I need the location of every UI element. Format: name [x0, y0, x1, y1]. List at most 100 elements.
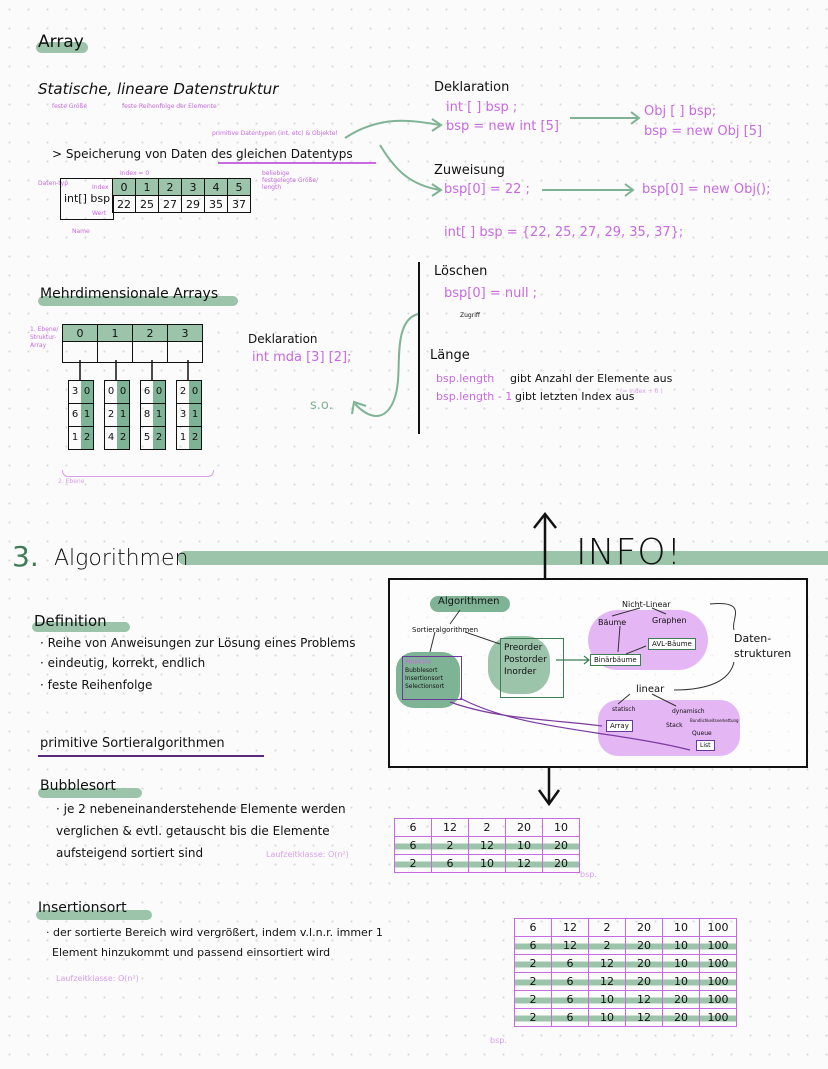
- insertion-row: 2 6 10 12 20 100: [514, 990, 737, 1009]
- multi-top-index: 3: [167, 324, 203, 342]
- insertion-cell: 10: [588, 990, 626, 1009]
- bubble-table: 6 12 2 20 10 6 2 12 10 20 2 6 10 12 20: [394, 818, 580, 873]
- def-title: Definition: [34, 612, 107, 630]
- note-primitive: primitive Datentypen (int, etc) & Objekt…: [212, 130, 338, 137]
- insertion-row: 2 6 12 20 10 100: [514, 972, 737, 991]
- array-table: 0 1 2 3 4 5 22 25 27 29 35 37: [112, 178, 251, 213]
- algo-number: 3.: [12, 540, 39, 573]
- info-array: Array: [606, 720, 633, 732]
- vertical-divider: [418, 262, 420, 434]
- insertion-complexity: Laufzeitklasse: O(n²): [56, 974, 139, 983]
- multi-title: Mehrdimensionale Arrays: [40, 286, 219, 302]
- insertion-cell: 100: [699, 990, 737, 1009]
- insertion-cell: 12: [588, 972, 626, 991]
- bubble-cell: 10: [505, 836, 543, 855]
- info-sort-1: Insertionsort: [405, 675, 443, 682]
- label-name: Name: [72, 228, 90, 235]
- label-datentyp: Daten-typ: [38, 180, 69, 187]
- info-verkettung: Bundlichkeitsverkettung: [690, 718, 739, 723]
- assign-title: Zuweisung: [434, 163, 505, 178]
- insertion-row: 2 6 10 12 20 100: [514, 1008, 737, 1027]
- insertion-cell: 20: [625, 954, 663, 973]
- array-index-cell: 3: [181, 178, 205, 196]
- bubble-cell: 12: [468, 836, 506, 855]
- so-label: s.o.: [310, 398, 333, 413]
- insertion-row: 2 6 12 20 10 100: [514, 954, 737, 973]
- info-linear: linear: [636, 684, 665, 695]
- traversal-box: Preorder Postorder Inorder: [500, 638, 564, 698]
- bubble-title: Bubblesort: [40, 778, 116, 794]
- label-length: beliebige festgelegte Größe/ length: [262, 170, 319, 191]
- insertion-cell: 10: [588, 1008, 626, 1027]
- info-arrow-down: [537, 768, 561, 807]
- length-desc2: gibt letzten Index aus: [515, 390, 635, 403]
- decl-line1: int [ ] bsp ;: [446, 100, 518, 115]
- info-connectors: [429, 603, 737, 751]
- insertion-cell: 10: [662, 936, 700, 955]
- storage-underline: [218, 162, 376, 164]
- multi-top-index-row: 0 1 2 3: [62, 324, 203, 342]
- insertion-cell: 100: [699, 918, 737, 937]
- insertion-row: 6 12 2 20 10 100: [514, 936, 737, 955]
- delete-line: bsp[0] = null ;: [444, 286, 538, 301]
- bubble-complexity: Laufzeitklasse: O(n²): [266, 850, 349, 859]
- info-nicht-linear: Nicht-Linear: [622, 600, 671, 609]
- array-value-cell: 27: [158, 195, 182, 213]
- assign-line1: bsp[0] = 22 ;: [444, 182, 530, 197]
- multi-connectors: [79, 360, 189, 380]
- info-algorithmen: Algorithmen: [438, 596, 500, 607]
- array-value-cell: 37: [227, 195, 251, 213]
- multi-brace: [62, 470, 214, 477]
- insertion-cell: 20: [662, 990, 700, 1009]
- bubble-cell: 12: [431, 818, 469, 837]
- length-note2: (= Index + 0 ): [620, 388, 663, 395]
- multi-top-index: 0: [62, 324, 98, 342]
- def-line-1: · eindeutig, korrekt, endlich: [40, 656, 206, 670]
- info-sort-0: Bubblesort: [405, 667, 438, 674]
- bubble-highlight: [38, 788, 142, 798]
- so-arrow: [351, 313, 419, 417]
- multi-label2: 2. Ebene: [58, 478, 85, 485]
- bubble-cell: 6: [394, 818, 432, 837]
- blob-primitive: [396, 652, 460, 708]
- int-bsp-box: int[] bsp: [60, 178, 114, 220]
- insertion-cell: 100: [699, 954, 737, 973]
- note-size: feste Größe: [52, 103, 88, 110]
- insertion-cell: 20: [625, 918, 663, 937]
- info-baeume: Bäume: [598, 618, 627, 627]
- bubble-cell: 2: [394, 854, 432, 873]
- array-value-cell: 29: [181, 195, 205, 213]
- insertion-cell: 2: [588, 918, 626, 937]
- delete-zugriff: Zugriff: [460, 312, 480, 319]
- info-trav-2: Inorder: [504, 667, 537, 677]
- decl-obj2: bsp = new Obj [5]: [644, 124, 763, 139]
- bubble-cell: 20: [505, 818, 543, 837]
- insertion-cell: 20: [662, 1008, 700, 1027]
- algo-title: Algorithmen: [54, 546, 189, 571]
- info-sortier: Sortieralgorithmen: [412, 626, 479, 634]
- bubble-cell: 10: [542, 818, 580, 837]
- insertion-title: Insertionsort: [38, 900, 127, 916]
- primitive-underline: [38, 755, 264, 757]
- storage-text: > Speicherung von Daten des gleichen Dat…: [52, 147, 353, 161]
- bubble-cell: 20: [542, 854, 580, 873]
- insertion-cell: 6: [551, 954, 589, 973]
- insertion-cell: 6: [551, 1008, 589, 1027]
- insertion-cell: 6: [551, 990, 589, 1009]
- insertion-cell: 10: [662, 972, 700, 991]
- blob-algorithmen: [430, 596, 510, 612]
- primitive-title: primitive Sortieralgorithmen: [40, 736, 225, 751]
- info-dynamisch: dynamisch: [672, 708, 705, 715]
- info-trav-0: Preorder: [504, 643, 543, 653]
- bubble-cell: 6: [394, 836, 432, 855]
- bubble-bsp: bsp.: [580, 870, 597, 879]
- insertion-cell: 12: [625, 1008, 663, 1027]
- length-code2: bsp.length - 1: [436, 390, 513, 403]
- insertion-desc-0: · der sortierte Bereich wird vergrößert,…: [46, 926, 383, 939]
- array-index-cell: 5: [227, 178, 251, 196]
- multi-top-index: 2: [132, 324, 168, 342]
- insertion-desc-1: Element hinzukommt und passend einsortie…: [52, 946, 331, 959]
- blob-traversal: [488, 636, 550, 694]
- length-code1: bsp.length: [436, 372, 495, 385]
